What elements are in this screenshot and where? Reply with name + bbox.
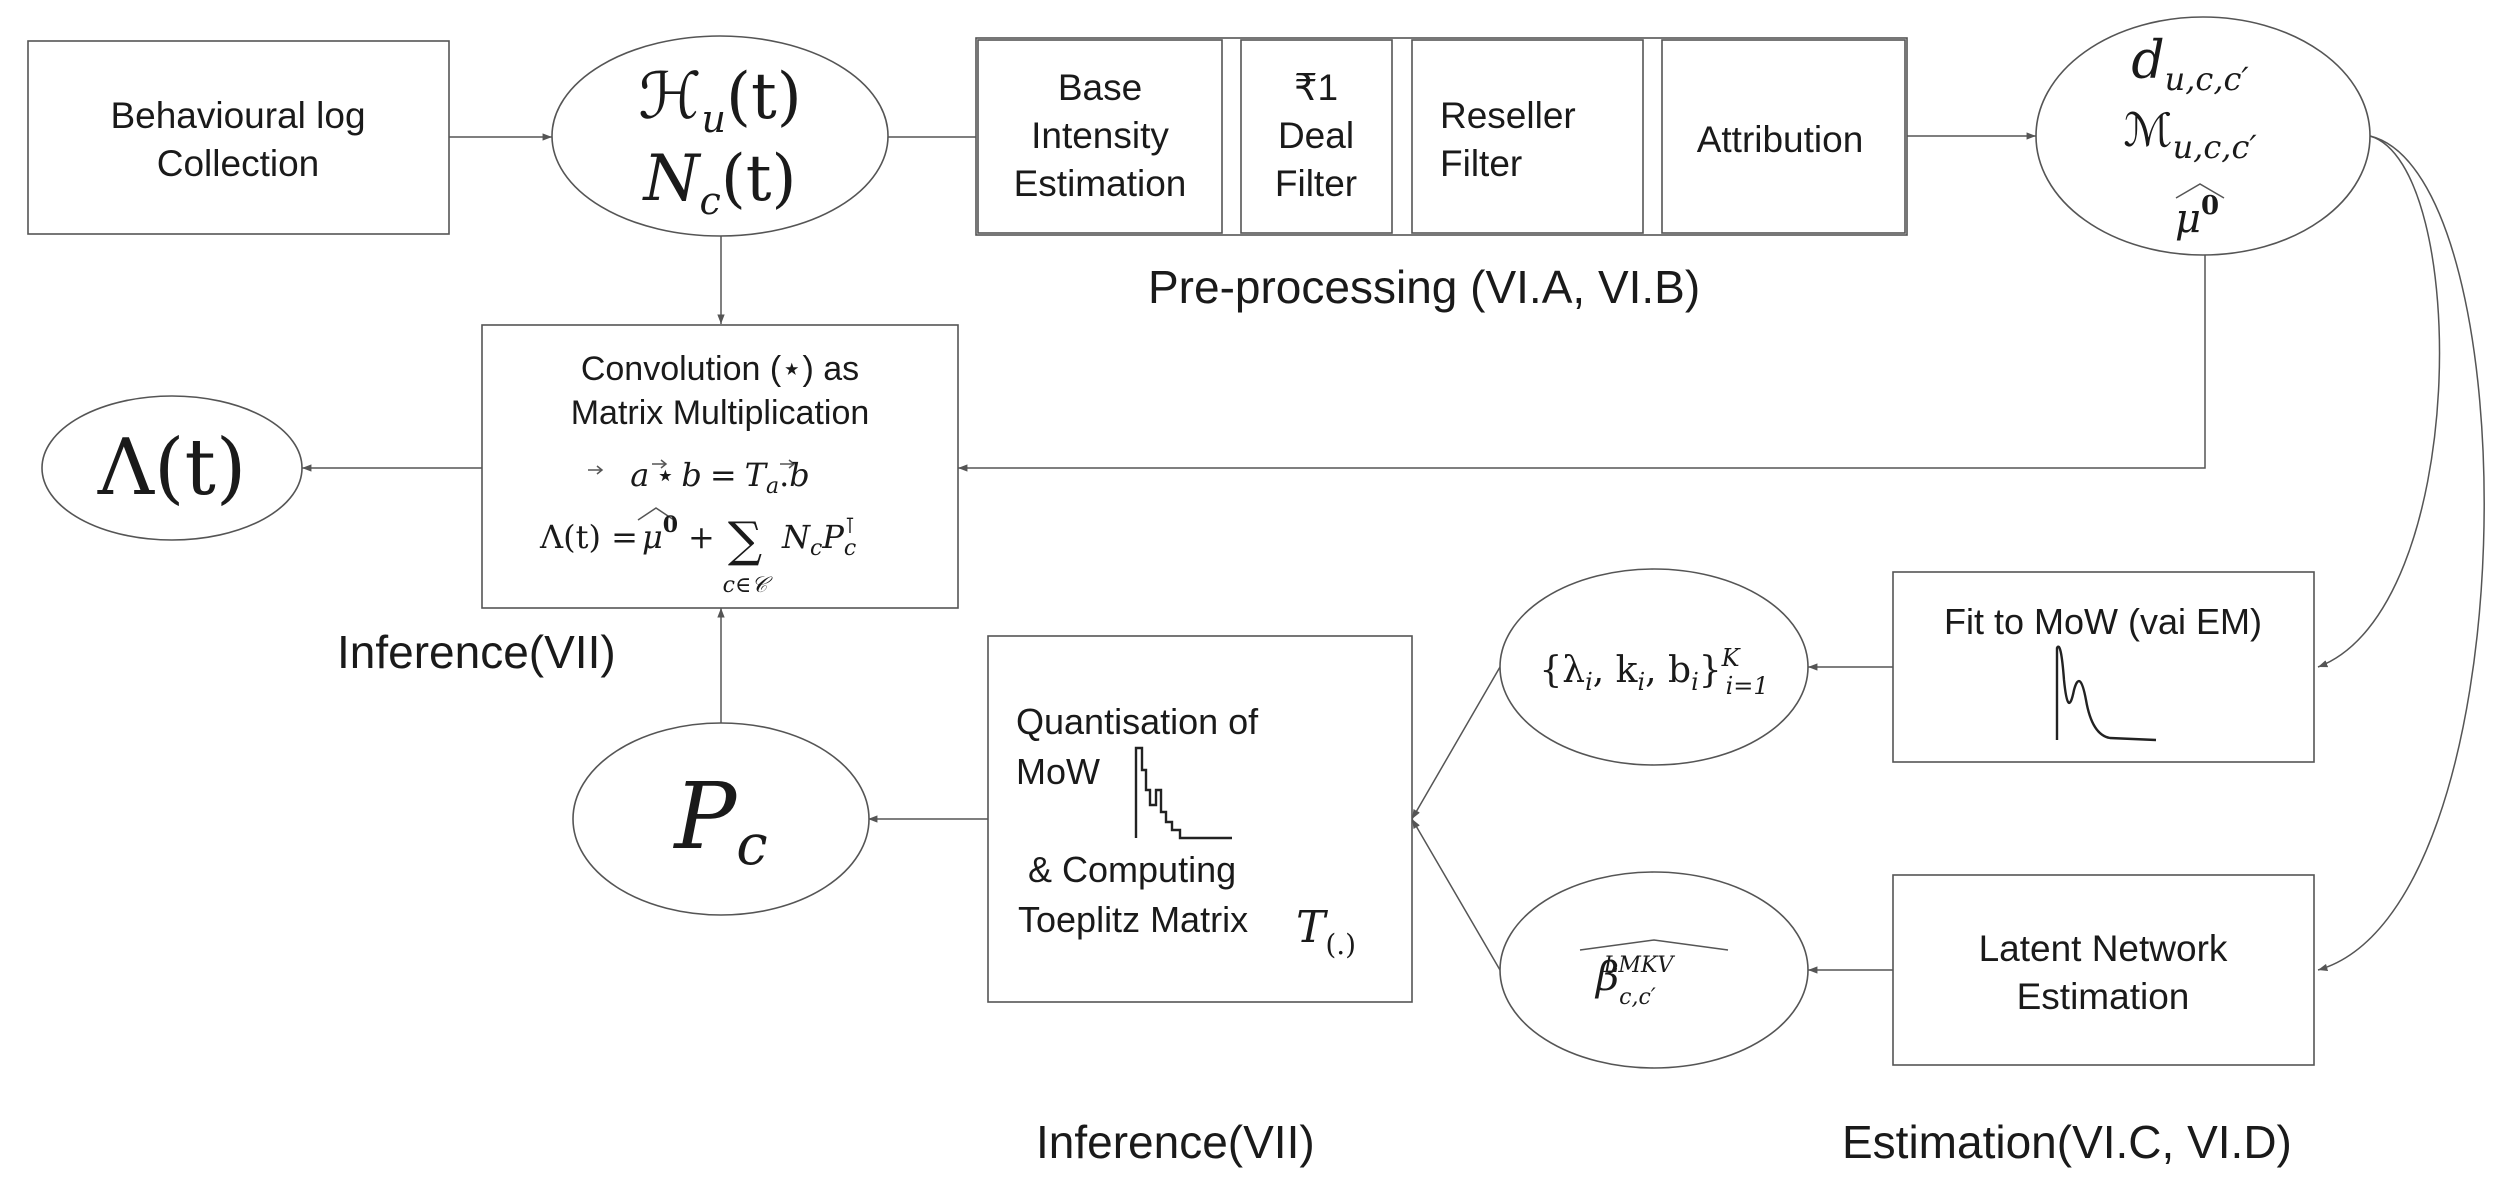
deal-filter-box: ₹1 Deal Filter (1240, 39, 1393, 234)
base-intensity-line1: Base (1058, 67, 1142, 108)
edge-beta-to-quantisation (1411, 818, 1501, 971)
convolution-node: Convolution (⋆) as Matrix Multiplication… (481, 324, 959, 609)
lambda-symbol: Λ(t) (97, 423, 247, 513)
mow-density-icon (2055, 645, 2157, 742)
preprocessing-label: Pre-processing (VI.A, VI.B) (1148, 261, 1700, 313)
inference-label-top: Inference(VII) (337, 626, 616, 678)
d-symbol: du,c,c′ (2131, 31, 2249, 98)
inference-label-bottom: Inference(VII) (1036, 1116, 1315, 1168)
svg-text:+: + (688, 518, 715, 556)
lambda-node: Λ(t) (41, 395, 303, 541)
estimation-label: Estimation(VI.C, VI.D) (1842, 1116, 2292, 1168)
base-intensity-line2: Intensity (1031, 115, 1169, 156)
deal-filter-line1: ₹1 (1294, 67, 1338, 108)
svg-text:∑: ∑ (728, 512, 762, 568)
toeplitz-symbol: T(.) (1296, 902, 1356, 961)
edge-outputs-to-convolution (958, 255, 2206, 472)
edge-outputs-to-fit (2317, 135, 2441, 668)
svg-text:Λ(t) =: Λ(t) = (539, 518, 638, 556)
quantisation-line2: MoW (1016, 751, 1100, 792)
quantisation-node: Quantisation of MoW & Computing Toeplitz… (987, 635, 1413, 1003)
quantised-mow-icon (1134, 746, 1232, 840)
behavioural-log-line2: Collection (157, 143, 319, 184)
edge-params-to-quantisation (1411, 666, 1501, 820)
quantisation-line4: Toeplitz Matrix (1018, 899, 1248, 940)
deal-filter-line3: Filter (1275, 163, 1357, 204)
svg-text:NcPc⊺: NcPc⊺ (781, 514, 856, 561)
latent-network-node: Latent Network Estimation (1892, 874, 2315, 1066)
svg-text:μ0: μ0 (2175, 191, 2219, 242)
preprocessing-group: Base Intensity Estimation ₹1 Deal Filter… (975, 37, 1908, 236)
count-symbol: Nc(t) (642, 142, 797, 223)
latent-network-line1: Latent Network (1979, 928, 2228, 969)
history-node: ℋu(t) Nc(t) (551, 35, 889, 237)
quantisation-line1: Quantisation of (1016, 701, 1259, 742)
fit-mow-label: Fit to MoW (vai EM) (1944, 601, 2262, 642)
reseller-filter-line1: Reseller (1440, 95, 1576, 136)
behavioural-log-line1: Behavioural log (110, 95, 365, 136)
mu-hat-symbol: μ0 (2175, 183, 2225, 242)
pc-symbol: Pc (672, 763, 767, 878)
attribution-box: Attribution (1661, 39, 1906, 234)
deal-filter-line2: Deal (1278, 115, 1354, 156)
convolution-title-line1: Convolution (⋆) as (581, 350, 859, 388)
base-intensity-box: Base Intensity Estimation (977, 39, 1223, 234)
base-intensity-line3: Estimation (1014, 163, 1187, 204)
quantisation-line3: & Computing (1028, 849, 1236, 890)
behavioural-log-node: Behavioural log Collection (27, 40, 450, 235)
edges (302, 132, 2485, 974)
pc-node: Pc (572, 722, 870, 916)
convolution-title-line2: Matrix Multiplication (571, 394, 870, 432)
svg-text:μ0: μ0 (642, 512, 678, 556)
latent-network-line2: Estimation (2017, 976, 2190, 1017)
beta-symbol: βc,c′LMKV (1594, 953, 1675, 1010)
m-symbol: ℳu,c,c′ (2123, 103, 2257, 166)
attribution-label: Attribution (1697, 119, 1864, 160)
fit-mow-node: Fit to MoW (vai EM) (1892, 571, 2315, 763)
history-symbol: ℋu(t) (638, 60, 801, 141)
lambda-equation: Λ(t) = μ0 + ∑ c∈𝒞 NcPc⊺ (539, 507, 856, 598)
beta-node: βc,c′LMKV (1499, 871, 1809, 1069)
reseller-filter-line2: Filter (1440, 143, 1522, 184)
svg-text:a⋆b=Ta.b: a⋆b=Ta.b (630, 456, 810, 499)
reseller-filter-box: Reseller Filter (1411, 39, 1644, 234)
edge-outputs-to-latent (2317, 135, 2485, 971)
outputs-node: du,c,c′ ℳu,c,c′ μ0 (2035, 16, 2371, 256)
convolution-equation: a⋆b=Ta.b (588, 456, 810, 499)
svg-text:c∈𝒞: c∈𝒞 (723, 573, 774, 598)
